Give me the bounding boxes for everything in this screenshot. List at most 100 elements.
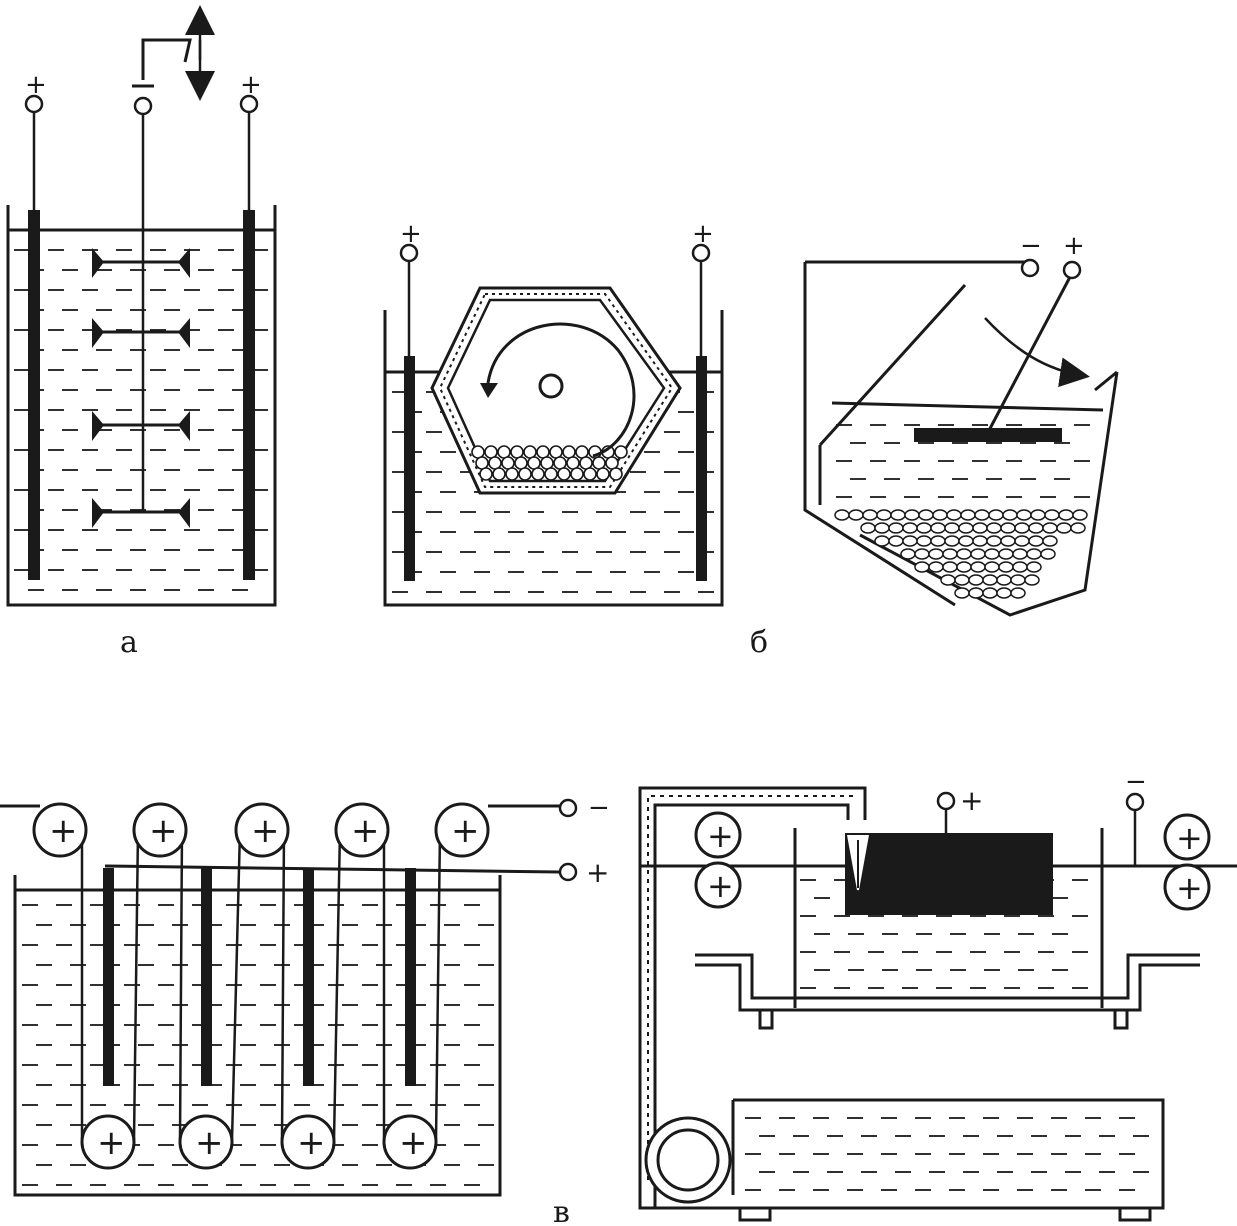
part-pellet <box>531 467 545 481</box>
terminal-b-right <box>691 243 711 263</box>
part-pellet <box>996 574 1012 586</box>
terminal-bell-plus <box>1062 260 1082 280</box>
panel-a-rack-bath: + + а <box>6 5 277 660</box>
part-pellet <box>497 445 511 459</box>
drum-parts-bed <box>471 445 628 481</box>
part-pellet <box>1014 535 1030 547</box>
roller-sign: + <box>49 811 78 851</box>
part-pellet <box>916 522 932 534</box>
roller-sign: + <box>351 811 380 851</box>
terminal-a-cathode <box>133 96 153 116</box>
label-v: в <box>553 1195 570 1226</box>
pump-inner <box>656 1128 720 1192</box>
part-pellet <box>553 456 567 470</box>
part-pellet <box>566 456 580 470</box>
part-pellet <box>970 561 986 573</box>
drum-axle <box>538 373 564 399</box>
strip-roller <box>434 802 490 858</box>
part-pellet <box>984 561 1000 573</box>
part-pellet <box>557 467 571 481</box>
part-pellet <box>505 467 519 481</box>
part-pellet <box>544 467 558 481</box>
part-pellet <box>970 548 986 560</box>
continuous-roller-signs: ++++ <box>707 817 1203 907</box>
bell-parts-bed <box>834 509 1088 599</box>
part-pellet <box>570 467 584 481</box>
part-pellet <box>914 548 930 560</box>
part-pellet <box>874 535 890 547</box>
part-pellet <box>579 456 593 470</box>
part-pellet <box>614 445 628 459</box>
part-pellet <box>523 445 537 459</box>
strip-roller <box>334 802 390 858</box>
part-pellet <box>904 509 920 521</box>
part-pellet <box>471 445 485 459</box>
sign-b-left: + <box>400 219 422 249</box>
roller-sign: + <box>1176 819 1203 857</box>
part-pellet <box>930 522 946 534</box>
roller-sign: + <box>707 817 734 855</box>
strip-anodes <box>103 868 416 1086</box>
strip-anode <box>303 868 314 1086</box>
part-pellet <box>944 522 960 534</box>
part-pellet <box>982 574 998 586</box>
part-pellet <box>1012 548 1028 560</box>
sign-bell-plus: + <box>1063 231 1085 261</box>
terminal-bell-minus <box>1020 258 1040 278</box>
part-pellet <box>540 456 554 470</box>
strip-anode <box>103 868 114 1086</box>
part-pellet <box>1040 548 1056 560</box>
strip-anode <box>201 868 212 1086</box>
panel-b-bell-bath: − + б <box>750 231 1119 660</box>
part-pellet <box>848 509 864 521</box>
part-pellet <box>890 509 906 521</box>
electrolyte-v-strip <box>22 904 494 1186</box>
rack-parts <box>92 248 190 528</box>
part-pellet <box>862 509 878 521</box>
part-pellet <box>968 574 984 586</box>
part-pellet <box>1010 587 1026 599</box>
part-pellet <box>902 535 918 547</box>
part-pellet <box>958 535 974 547</box>
part-pellet <box>944 535 960 547</box>
part-pellet <box>501 456 515 470</box>
part-pellet <box>860 522 876 534</box>
part-pellet <box>984 548 1000 560</box>
part-pellet <box>942 561 958 573</box>
part-pellet <box>609 467 623 481</box>
roller-sign: + <box>451 811 480 851</box>
part-pellet <box>605 456 619 470</box>
electrolyte-a <box>14 249 268 591</box>
part-pellet <box>988 509 1004 521</box>
part-pellet <box>492 467 506 481</box>
part-pellet <box>1058 509 1074 521</box>
part-pellet <box>888 522 904 534</box>
strip-roller <box>80 1114 136 1170</box>
part-pellet <box>1070 522 1086 534</box>
part-pellet <box>1028 522 1044 534</box>
part-pellet <box>514 456 528 470</box>
part-pellet <box>1028 535 1044 547</box>
part-pellet <box>916 535 932 547</box>
roller-sign: + <box>297 1123 326 1163</box>
part-pellet <box>998 548 1014 560</box>
anode-b-right <box>696 356 707 581</box>
roller-sign: + <box>97 1123 126 1163</box>
part-pellet <box>972 522 988 534</box>
panel-b-drum-bath: + + <box>383 219 724 607</box>
part-pellet <box>998 561 1014 573</box>
terminal-a-left <box>24 94 44 114</box>
part-pellet <box>596 467 610 481</box>
sign-cont-minus: − <box>1125 767 1147 797</box>
part-pellet <box>914 561 930 573</box>
part-pellet <box>996 587 1012 599</box>
part-pellet <box>986 535 1002 547</box>
terminal-a-right <box>239 94 259 114</box>
part-pellet <box>475 456 489 470</box>
terminal-v-plus <box>558 862 578 882</box>
part-pellet <box>575 445 589 459</box>
part-pellet <box>1072 509 1088 521</box>
part-pellet <box>960 509 976 521</box>
strip-roller <box>132 802 188 858</box>
